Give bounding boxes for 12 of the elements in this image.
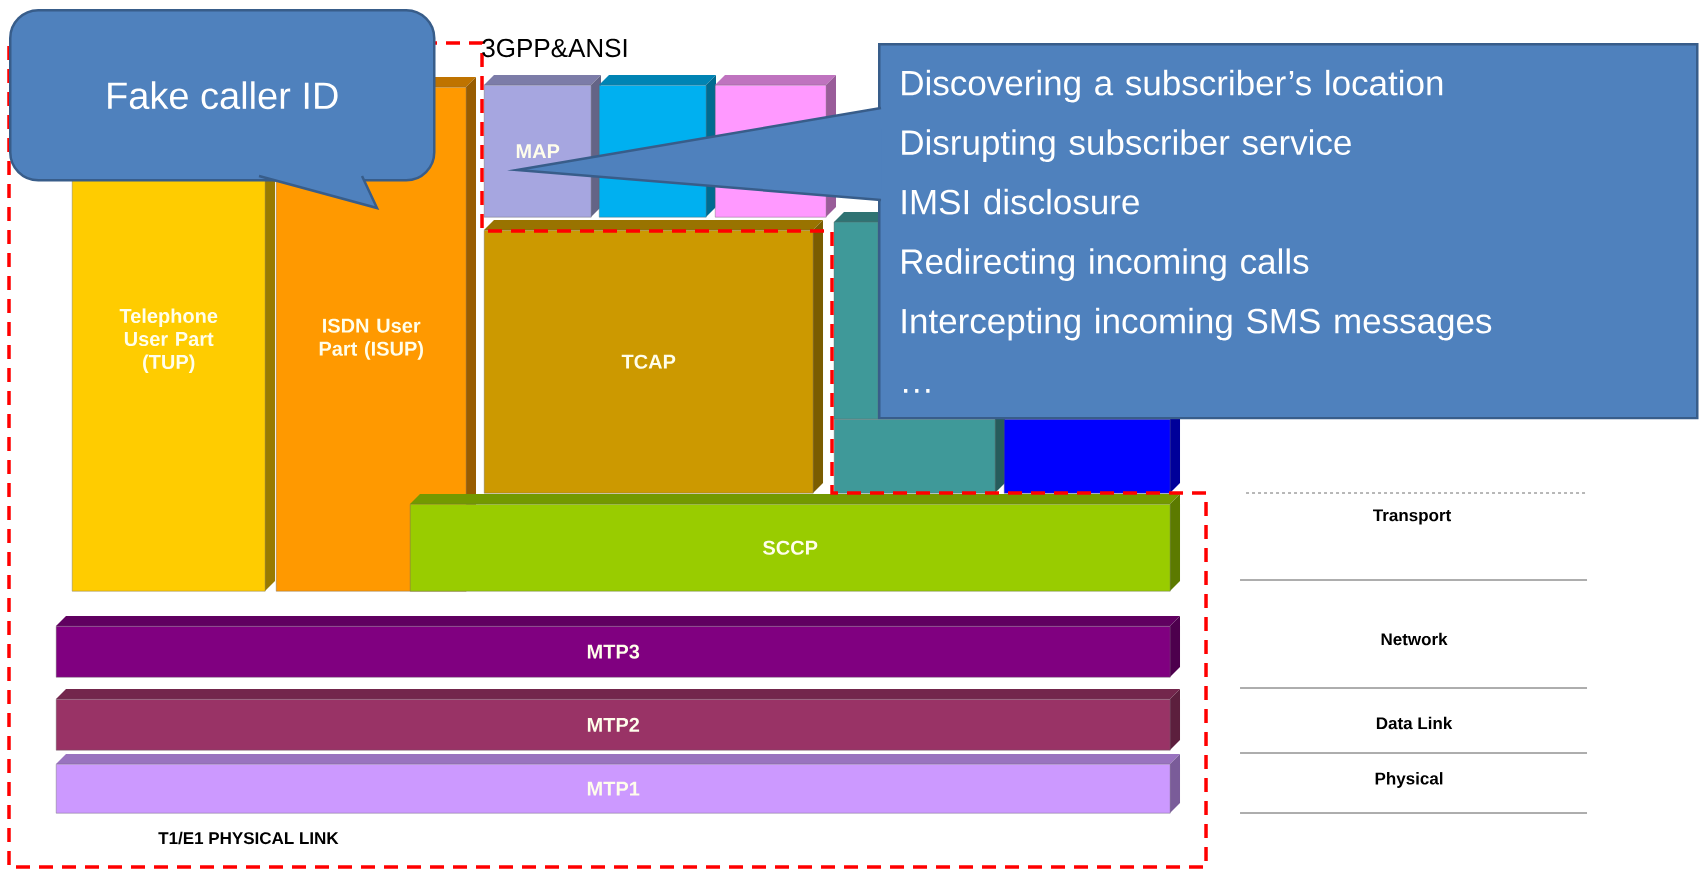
layer-label: Transport xyxy=(1373,509,1451,525)
protocol-block: MTP3 xyxy=(56,616,1180,678)
layer-label: Data Link xyxy=(1376,716,1453,730)
speech-bubble: Fake caller ID xyxy=(9,9,436,210)
protocol-block: MTP2 xyxy=(56,689,1180,751)
layer-label: Network xyxy=(1381,632,1448,646)
protocol-block: SCCP xyxy=(410,494,1180,592)
caption-text: T1/E1 PHYSICAL LINK xyxy=(158,831,339,845)
protocol-block: TCAP xyxy=(484,220,823,494)
layer-label: Physical xyxy=(1375,772,1443,788)
protocol-block: MTP1 xyxy=(56,754,1180,814)
protocol-block: MAP xyxy=(484,75,601,218)
